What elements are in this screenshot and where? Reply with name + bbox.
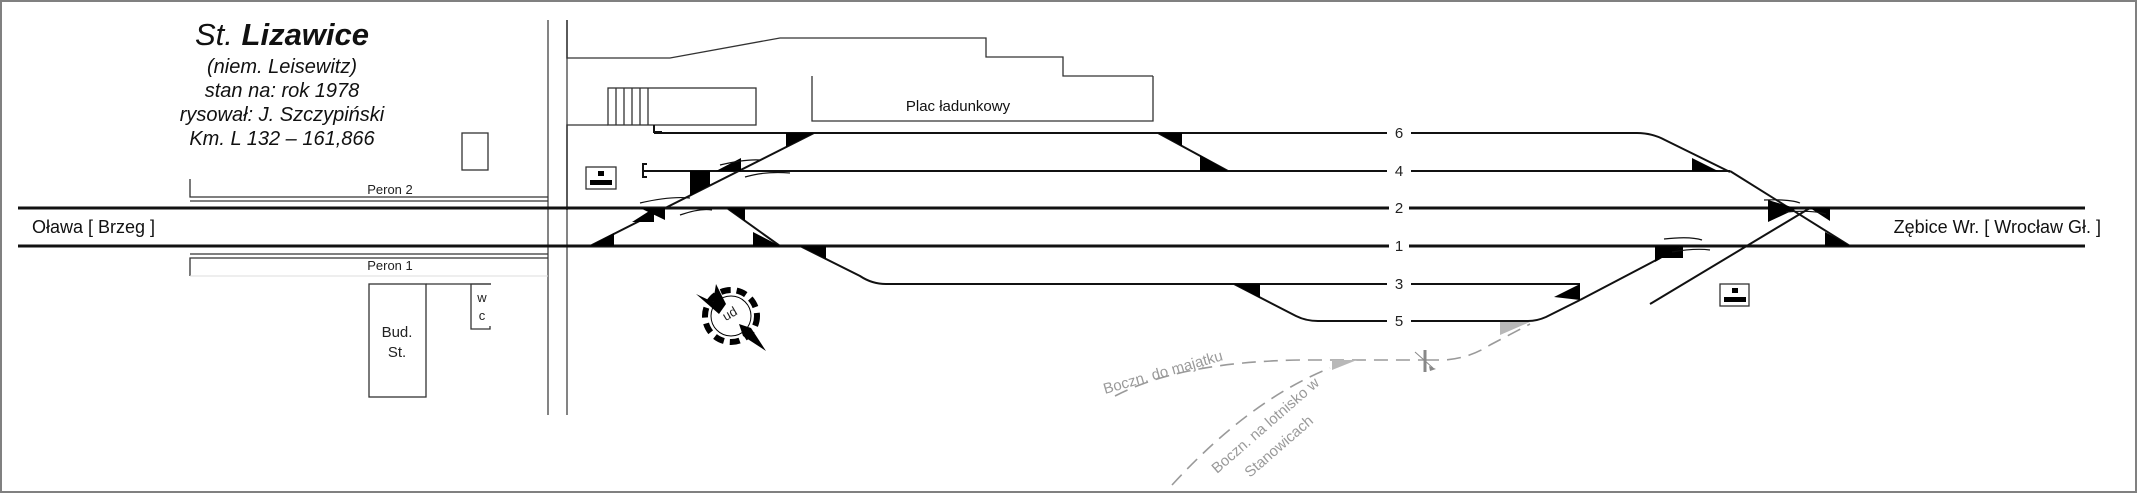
wc-building: w c [470,283,491,330]
title-author: rysował: J. Szczypiński [180,104,385,126]
title-kilometer: Km. L 132 – 161,866 [189,128,375,150]
small-building [461,132,489,171]
track-5-number: 5 [1395,313,1403,330]
compass-north-icon: pn [696,284,766,351]
track-6 [653,125,1731,173]
station-building-label-1: Bud. [382,324,413,341]
track-4 [642,163,1730,178]
crossover-west-diagonal [589,132,815,247]
title-station-name: Lizawice [242,17,370,52]
station-title: St. Lizawice [195,17,369,52]
title-status-date: stan na: rok 1978 [205,80,360,102]
title-prefix: St. [195,17,233,52]
track-3 [799,245,1580,285]
goods-shed [607,87,757,126]
track-1-number: 1 [1395,238,1403,255]
siding-estate-label: Boczn. do majątku [1101,347,1224,397]
crossover-east-diagonal [1649,207,1811,305]
track-3-number: 3 [1395,276,1403,293]
track-6-number: 6 [1395,125,1403,142]
platform-1-label: Peron 1 [367,258,413,273]
track-4-number: 4 [1395,163,1403,180]
platform-2: Peron 2 [189,179,548,202]
crossing-guard-lines [639,159,1827,253]
compass-label: pn [721,305,741,325]
track-2-number: 2 [1395,200,1403,217]
platform-1: Peron 1 [189,253,548,277]
signal-box-icon-west [585,166,617,190]
siding-airfield [1171,367,1331,486]
title-german-name: (niem. Leisewitz) [207,56,357,78]
platform-2-label: Peron 2 [367,182,413,197]
direction-west-label: Oława [ Brzeg ] [32,217,155,237]
track-5 [1233,283,1581,322]
station-building-label-2: St. [388,344,406,361]
direction-east-label: Zębice Wr. [ Wrocław Gł. ] [1894,217,2101,237]
wc-label-w: w [476,290,487,305]
switches [590,133,1850,300]
siding-estate [1114,322,1531,397]
yard-boundary [566,124,608,210]
wc-label-c: c [479,308,486,323]
crossover-east-5 [1579,257,1661,301]
loading-yard-label: Plac ładunkowy [906,98,1011,115]
title-block: St. Lizawice (niem. Leisewitz) stan na: … [180,17,385,150]
loading-yard: Plac ładunkowy [811,76,1154,122]
signal-box-icon-east [1719,283,1750,307]
property-boundary [566,20,1153,77]
station-building: Bud. St. [368,283,491,398]
